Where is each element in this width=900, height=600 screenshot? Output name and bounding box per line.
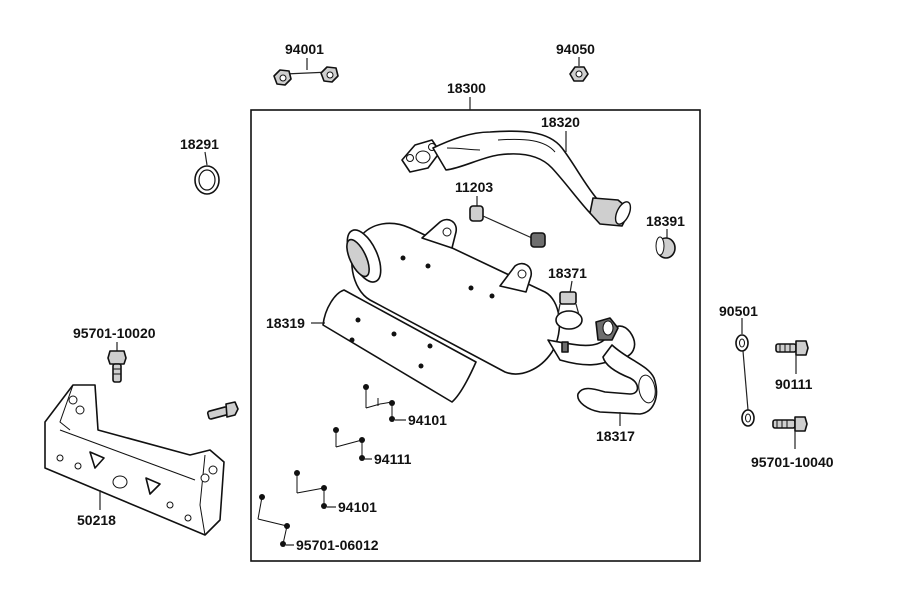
part-11203-damper[interactable]	[469, 196, 546, 248]
label-18300: 18300	[447, 80, 486, 96]
label-18319: 18319	[266, 315, 305, 331]
part-18320-head-pipe[interactable]	[401, 130, 634, 227]
part-90501-washer[interactable]	[735, 318, 755, 427]
part-94001-nuts[interactable]	[273, 58, 339, 86]
part-95701-10040-bolt[interactable]	[772, 416, 808, 449]
label-18371: 18371	[548, 265, 587, 281]
part-18319-heat-shield[interactable]	[322, 289, 477, 403]
label-18320: 18320	[541, 114, 580, 130]
part-bracket-bolt[interactable]	[206, 401, 239, 420]
label-95701-06012: 95701-06012	[296, 537, 379, 553]
part-94050-nut[interactable]	[569, 57, 589, 82]
part-18291-clamp-ring[interactable]	[194, 151, 220, 195]
label-18391: 18391	[646, 213, 685, 229]
label-18291: 18291	[180, 136, 219, 152]
label-95701-10020: 95701-10020	[73, 325, 156, 341]
label-90111: 90111	[775, 376, 813, 392]
part-94111-clips[interactable]	[333, 427, 365, 461]
label-94101-lower: 94101	[338, 499, 377, 515]
part-95701-10020-bolt[interactable]	[107, 342, 127, 383]
part-18317-connector-pipe[interactable]	[547, 317, 658, 415]
part-muffler-body[interactable]	[340, 218, 561, 375]
label-94111: 94111	[374, 451, 412, 467]
part-18391-bushing[interactable]	[655, 229, 676, 259]
part-50218-bracket[interactable]	[44, 384, 225, 536]
part-94101-clips-lower[interactable]	[294, 470, 327, 509]
part-18371-clamp[interactable]	[555, 280, 583, 330]
label-94001: 94001	[285, 41, 324, 57]
assembly-frame-18300	[250, 109, 701, 562]
label-11203: 11203	[455, 179, 493, 195]
label-95701-10040: 95701-10040	[751, 454, 834, 470]
label-50218: 50218	[77, 512, 116, 528]
part-94101-clips-upper[interactable]	[363, 384, 395, 422]
label-94050: 94050	[556, 41, 595, 57]
part-95701-06012-bolts[interactable]	[257, 494, 290, 547]
part-90111-bolt[interactable]	[775, 340, 809, 374]
label-18317: 18317	[596, 428, 635, 444]
label-94101-upper: 94101	[408, 412, 447, 428]
label-90501: 90501	[719, 303, 758, 319]
